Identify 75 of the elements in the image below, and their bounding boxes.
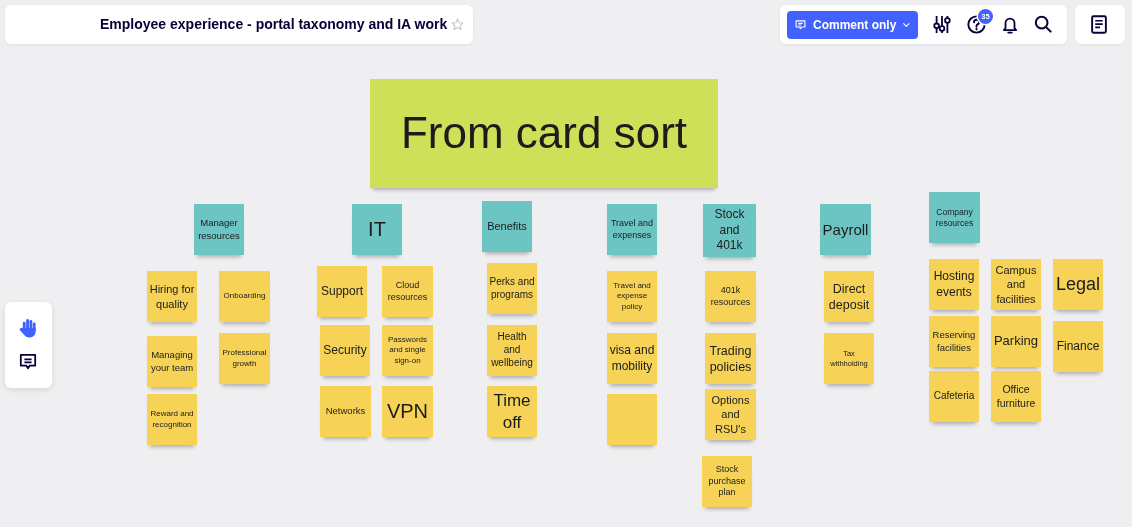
note-text: Office furniture (995, 383, 1037, 410)
note-text: Finance (1056, 338, 1100, 355)
sticky-note (147, 336, 197, 387)
category-note (482, 201, 532, 252)
note-text: visa and mobility (609, 343, 655, 374)
sticky-note (487, 263, 537, 314)
sticky-note (320, 325, 370, 376)
sticky-note (991, 371, 1041, 422)
sticky-note (1053, 259, 1103, 310)
sticky-note (382, 266, 433, 317)
board-title: Employee experience - portal taxonomy and IA work (100, 16, 448, 33)
note-text: Networks (325, 405, 366, 418)
note-text: Time off (492, 389, 532, 434)
heading-text: From card sort (400, 107, 687, 160)
note-text: Managing your team (149, 349, 195, 374)
note-text: Legal (1055, 273, 1100, 296)
note-text: Trading policies (708, 342, 753, 375)
sticky-note (219, 271, 270, 322)
note-text: Reward and recognition (149, 409, 195, 430)
sticky-note (320, 386, 371, 437)
note-text: Professional growth (221, 348, 268, 369)
note-text: Reserving facilities (931, 329, 977, 354)
note-text: Hosting events (932, 269, 976, 300)
note-text: Travel and expense policy (612, 281, 652, 312)
sticky-note (702, 456, 752, 507)
sticky-note (382, 325, 433, 376)
note-text: Benefits (487, 219, 527, 234)
sticky-note (705, 271, 756, 322)
sticky-note (824, 333, 874, 384)
sticky-note (487, 325, 537, 376)
note-text: IT (368, 216, 386, 242)
sticky-note (382, 386, 433, 437)
note-text: Travel and expenses (609, 218, 655, 241)
note-text: Cloud resources (386, 280, 429, 303)
category-note (352, 204, 402, 255)
note-text: Direct deposit (827, 280, 871, 313)
category-note (929, 192, 980, 243)
sticky-note (147, 271, 197, 322)
note-text: Parking (993, 333, 1039, 350)
note-text: Options and RSU's (710, 393, 751, 436)
sticky-note (607, 271, 657, 322)
category-note (607, 204, 657, 255)
note-text: VPN (386, 398, 429, 424)
sticky-note (607, 394, 657, 445)
note-text: Payroll (822, 219, 869, 240)
sticky-note (929, 371, 979, 422)
note-text: Stock purchase plan (707, 464, 747, 499)
sticky-note (705, 333, 756, 384)
note-text: Stock and 401k (713, 207, 746, 254)
note-text: Health and wellbeing (490, 331, 534, 370)
note-text: Passwords and single sign-on (386, 335, 429, 366)
note-text: Manager resources (197, 217, 241, 242)
note-text: Perks and programs (489, 275, 535, 302)
note-text: Security (323, 342, 367, 359)
note-text: Campus and facilities (994, 263, 1038, 306)
note-text: Cafeteria (933, 390, 975, 403)
sticky-note (824, 271, 874, 322)
sticky-note (1053, 321, 1103, 372)
sticky-note (219, 333, 270, 384)
category-note (194, 204, 244, 255)
category-note (703, 204, 756, 257)
note-text: Hiring for quality (149, 282, 195, 311)
sticky-note (929, 316, 979, 367)
note-text: Onboarding (223, 291, 266, 302)
sticky-note (607, 333, 657, 384)
sticky-note (929, 259, 979, 310)
dropdown-button: Comment only (787, 11, 918, 39)
sticky-note (991, 316, 1041, 367)
category-note (820, 204, 871, 255)
heading-card (370, 79, 718, 188)
sticky-note (147, 394, 197, 445)
note-text: 401k resources (709, 285, 752, 308)
note-text: Support (321, 283, 363, 300)
sticky-note (317, 266, 367, 317)
note-text: Company resources (934, 206, 975, 229)
